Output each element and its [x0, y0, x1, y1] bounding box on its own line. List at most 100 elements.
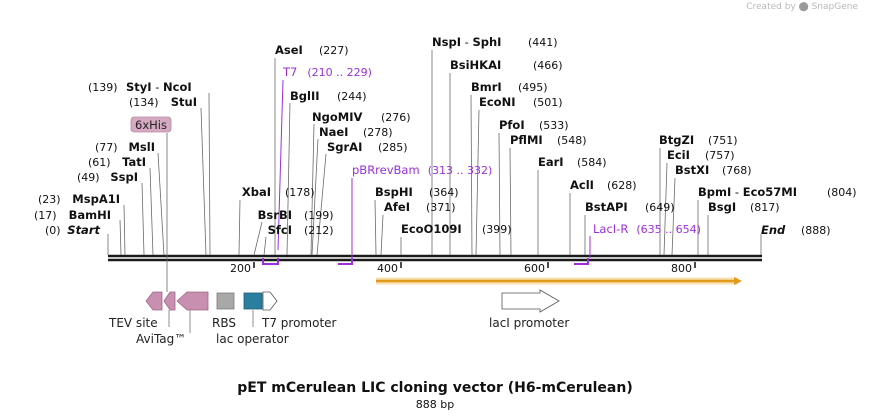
- site-label: TatI: [122, 155, 146, 169]
- site-pos: (227): [319, 44, 349, 57]
- feature-label-avitag: AviTag™: [136, 332, 186, 346]
- credit-prefix: Created by: [746, 2, 796, 12]
- site-label: NaeI: [319, 125, 348, 139]
- tev-site-arrow: [145, 291, 163, 311]
- site-label: EarI: [538, 155, 564, 169]
- feature-leaders: [168, 310, 254, 333]
- feature-label-lac-operator: lac operator: [216, 332, 289, 346]
- primer-bar-t7: [262, 258, 279, 265]
- site-pos: (548): [557, 134, 587, 147]
- primer-label-t7: T7(210 .. 229): [282, 65, 372, 79]
- site-label: BstXI: [675, 163, 709, 177]
- leader-bsrbi: [253, 221, 263, 256]
- site-pos: (817): [750, 201, 780, 214]
- site-label: BglII: [290, 89, 320, 103]
- snapgene-credit: Created by ⬤ SnapGene: [746, 2, 858, 12]
- site-label: PfoI: [499, 118, 525, 132]
- site-label: XbaI: [242, 185, 271, 199]
- leader-naei: [311, 138, 319, 256]
- leader-econi: [475, 109, 480, 256]
- leader-ngomiv: [310, 123, 315, 256]
- site-labels: Start (0) BamHI (17) MspA1I (23) SspI (4…: [34, 35, 857, 237]
- leader-pfoi: [498, 132, 501, 256]
- leader-bstxi: [671, 177, 676, 256]
- site-label: StuI: [171, 95, 197, 109]
- site-pos: (441): [528, 36, 558, 49]
- leader-styi: [208, 92, 211, 256]
- leader-bamhi: [119, 219, 122, 256]
- site-pos: (276): [381, 111, 411, 124]
- leader-tati: [149, 167, 154, 256]
- site-label: BspHI: [375, 185, 413, 199]
- site-label: StyI - NcoI: [126, 80, 192, 94]
- site-label: EcoO109I: [401, 222, 462, 236]
- ruler: 200 400 600 800: [230, 262, 696, 275]
- site-leader-lines: [107, 50, 762, 292]
- ruler-label: 200: [230, 262, 251, 275]
- leader-t7: [277, 79, 284, 251]
- site-label: AseI: [275, 43, 303, 57]
- leader-xbai: [238, 199, 241, 256]
- site-pos: (533): [539, 119, 569, 132]
- site-label: BmrI: [471, 80, 502, 94]
- t7-promoter-arrow: [262, 291, 278, 311]
- site-pos: (751): [708, 134, 738, 147]
- site-label: BsgI: [708, 200, 736, 214]
- site-label: BpmI - Eco57MI: [698, 185, 797, 199]
- site-pos: (244): [337, 90, 367, 103]
- site-label: SfcI: [268, 223, 292, 237]
- leader-bglii: [286, 102, 291, 256]
- leader-ecii: [663, 162, 668, 256]
- leader-pflmi: [509, 147, 512, 256]
- leader-sfci: [263, 236, 267, 256]
- site-pos: (49): [77, 171, 100, 184]
- site-pos: (134): [129, 96, 159, 109]
- site-pos: (139): [88, 81, 118, 94]
- site-label: End: [761, 223, 786, 237]
- his-tag-box: [130, 116, 172, 133]
- site-pos: (0): [45, 224, 61, 237]
- site-pos: (212): [304, 224, 334, 237]
- site-label: BsrBI: [258, 208, 292, 222]
- snapgene-logo-icon: ⬤: [798, 2, 809, 12]
- site-pos: (501): [533, 96, 563, 109]
- site-label: MslI: [128, 140, 155, 154]
- site-pos: (466): [533, 59, 563, 72]
- site-label: Start: [67, 223, 100, 237]
- primer-bars: [262, 258, 589, 265]
- site-pos: (17): [34, 209, 57, 222]
- site-pos: (77): [95, 141, 118, 154]
- site-pos: (495): [518, 81, 548, 94]
- feature-label-laci-promoter: lacI promoter: [489, 316, 569, 330]
- feature-track: [145, 289, 560, 313]
- leader-stui: [200, 107, 207, 256]
- site-pos: (768): [722, 164, 752, 177]
- site-label: BsiHKAI: [450, 58, 501, 72]
- site-pos: (757): [705, 149, 735, 162]
- site-pos: (584): [577, 156, 607, 169]
- feature-labels: TEV site AviTag™ RBS lac operator T7 pro…: [108, 316, 569, 346]
- site-pos: (628): [607, 179, 637, 192]
- primer-label-laci-r: LacI-R(635 .. 654): [593, 222, 701, 236]
- site-label: NspI - SphI: [432, 35, 501, 49]
- site-label: NgoMIV: [312, 110, 362, 124]
- leader-sspi: [141, 182, 145, 256]
- lac-operator-box: [243, 292, 263, 310]
- leader-afei: [380, 214, 384, 256]
- ruler-label: 800: [671, 262, 692, 275]
- site-pos: (649): [645, 201, 675, 214]
- avitag-arrow: [163, 291, 176, 311]
- site-label: AclI: [570, 178, 594, 192]
- site-pos: (278): [363, 126, 393, 139]
- map-title: pET mCerulean LIC cloning vector (H6-mCe…: [237, 380, 633, 396]
- credit-brand: SnapGene: [811, 2, 858, 12]
- site-label: PflMI: [510, 133, 543, 147]
- site-label: EcoNI: [479, 95, 515, 109]
- site-label: MspA1I: [72, 192, 120, 206]
- ruler-label: 400: [377, 262, 398, 275]
- site-label: EciI: [667, 148, 690, 162]
- site-pos: (399): [482, 223, 512, 236]
- site-pos: (888): [801, 224, 831, 237]
- site-label: SgrAI: [327, 140, 362, 154]
- site-pos: (285): [378, 141, 408, 154]
